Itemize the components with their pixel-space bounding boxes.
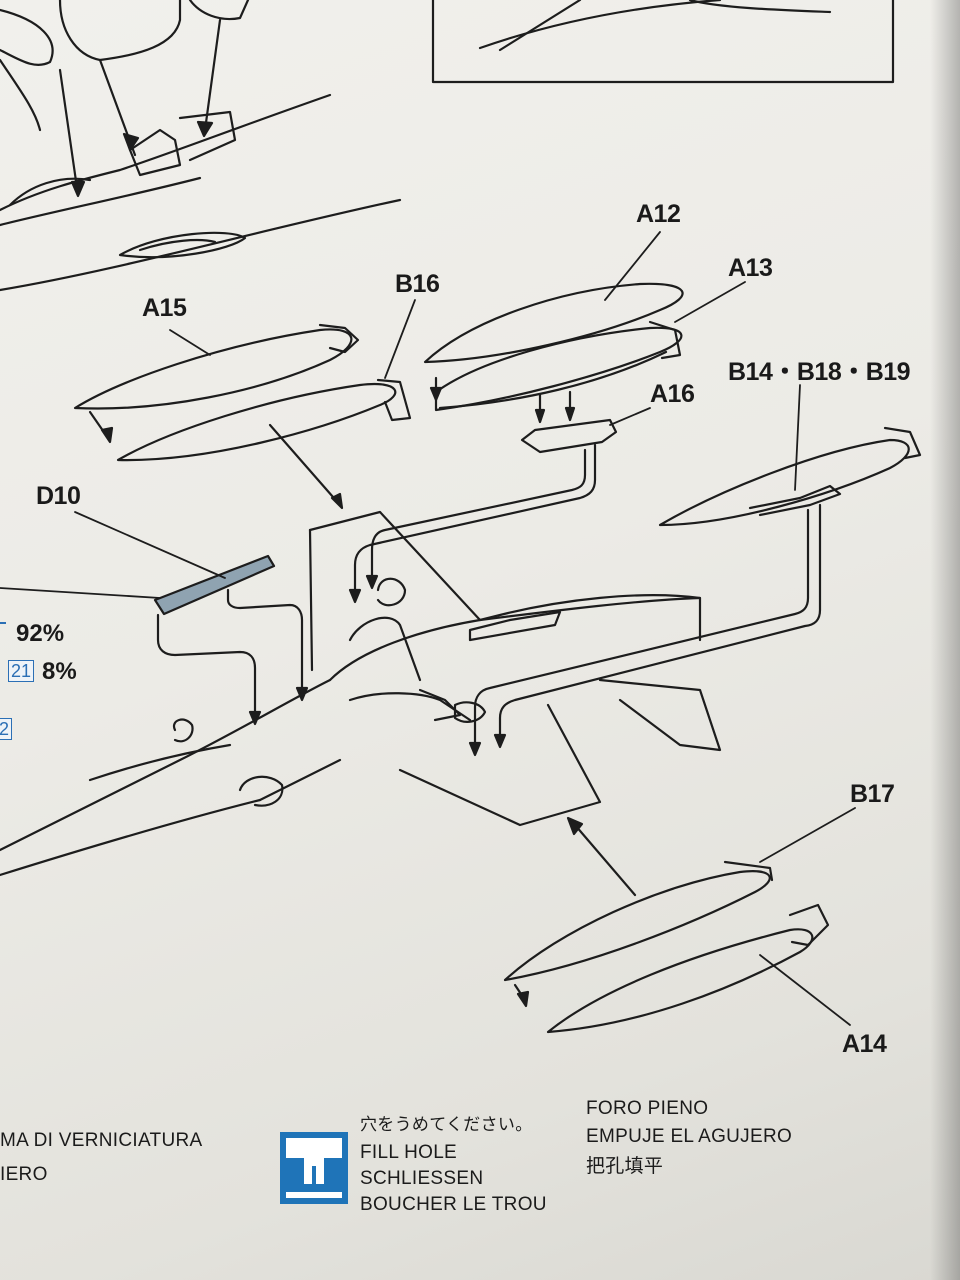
paint-ratio-first: 92% — [16, 620, 65, 647]
label-leaders — [0, 231, 856, 1026]
label-a13: A13 — [728, 254, 773, 282]
fill-hole-english: FILL HOLE — [360, 1142, 458, 1163]
label-b14-b18-b19: B14・B18・B19 — [728, 358, 911, 386]
label-b17: B17 — [850, 780, 895, 808]
fill-hole-french: BOUCHER LE TROU — [360, 1194, 547, 1215]
label-b16: B16 — [395, 270, 440, 298]
fill-hole-italian: FORO PIENO — [586, 1098, 709, 1119]
pylon-a16 — [520, 390, 618, 454]
legend-paint-scheme-line1: MA DI VERNICIATURA — [0, 1130, 203, 1151]
canopy-parts — [0, 0, 402, 292]
paint-ratio-second: 8% — [42, 658, 77, 685]
paint-swatch-first — [0, 622, 6, 624]
fill-hole-german: SCHLIESSEN — [360, 1168, 484, 1189]
label-a16: A16 — [650, 380, 695, 408]
fill-hole-chinese: 把孔填平 — [586, 1156, 664, 1177]
fill-hole-glyph — [286, 1138, 342, 1198]
assembly-arrows — [156, 423, 822, 897]
drop-tank-a12-a13 — [423, 282, 684, 412]
fill-hole-japanese: 穴をうめてください。 — [360, 1115, 533, 1134]
label-a12: A12 — [636, 200, 681, 228]
paint-code-second: 21 — [8, 660, 35, 682]
label-d10: D10 — [36, 482, 81, 510]
drop-tank-b14-b18-b19 — [658, 426, 922, 527]
paint-code-third: 32 — [0, 718, 13, 740]
drop-tank-b17-a14 — [503, 860, 830, 1034]
label-a15: A15 — [142, 294, 187, 322]
inset-frame — [431, 0, 895, 84]
fill-hole-icon — [280, 1132, 348, 1204]
legend-paint-scheme-line2: IERO — [0, 1164, 48, 1185]
page-edge-shadow — [930, 0, 960, 1280]
fill-hole-spanish: EMPUJE EL AGUJERO — [586, 1126, 793, 1147]
part-d10 — [153, 554, 276, 616]
drop-tank-a15-b16 — [73, 323, 412, 462]
aircraft-fuselage — [0, 510, 722, 877]
label-a14: A14 — [842, 1030, 887, 1058]
